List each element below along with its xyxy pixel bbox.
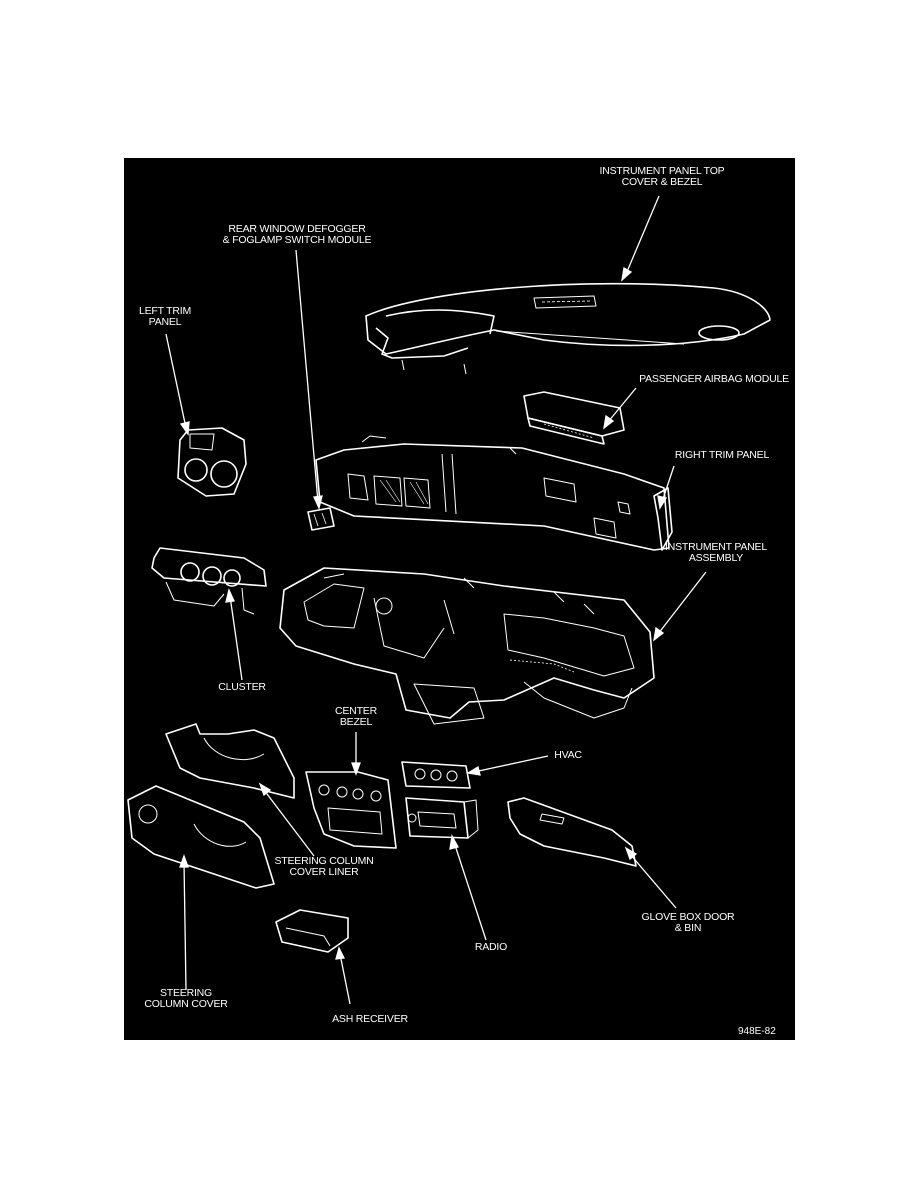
diagram-panel: INSTRUMENT PANEL TOP COVER & BEZEL REAR … [124,158,795,1040]
ash-receiver-part [275,909,349,953]
radio-part [405,797,479,839]
label-center-bezel: CENTER BEZEL [335,705,377,728]
label-cluster: CLUSTER [218,681,266,693]
label-right-trim-panel: RIGHT TRIM PANEL [674,449,770,461]
top-cover-part [365,282,771,375]
exploded-view-artwork [127,195,771,1005]
label-left-trim-panel: LEFT TRIM PANEL [138,305,192,328]
figure-code: 948E-82 [738,1026,776,1037]
label-hvac: HVAC [554,749,582,761]
steering-liner-part [165,723,295,799]
glove-box-part [507,797,637,867]
panel-upper-part [315,435,670,551]
label-ash-receiver: ASH RECEIVER [332,1013,408,1025]
label-instrument-panel-assembly: INSTRUMENT PANEL ASSEMBLY [664,541,767,564]
switch-module-part [307,507,335,531]
ip-assembly-part [279,567,655,725]
center-bezel-part [305,771,397,849]
cluster-part [151,547,267,615]
left-trim-part [177,427,247,497]
leader-lines [165,195,707,1005]
label-radio: RADIO [474,941,508,953]
airbag-part [523,391,625,445]
label-rear-window-defogger: REAR WINDOW DEFOGGER & FOGLAMP SWITCH MO… [222,223,372,246]
label-passenger-airbag-module: PASSENGER AIRBAG MODULE [639,373,789,385]
steering-cover-part [127,785,275,889]
hvac-part [401,761,471,789]
label-steering-column-cover-liner: STEERING COLUMN COVER LINER [274,855,374,878]
label-steering-column-cover: STEERING COLUMN COVER [144,987,228,1010]
label-glove-box-door: GLOVE BOX DOOR & BIN [641,911,735,934]
label-instrument-panel-top-cover: INSTRUMENT PANEL TOP COVER & BEZEL [599,165,725,188]
